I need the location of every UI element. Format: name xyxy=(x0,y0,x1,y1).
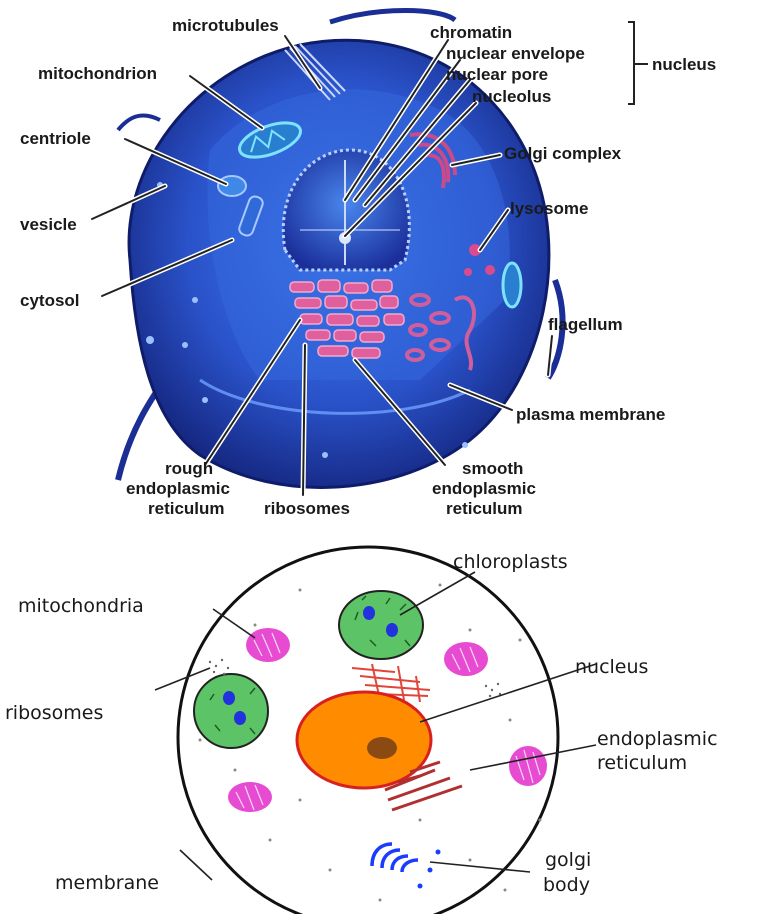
label-golgi-complex: Golgi complex xyxy=(504,144,622,163)
label-endoplasmic: endoplasmic xyxy=(597,728,718,750)
label-chromatin: chromatin xyxy=(430,23,512,42)
plant-nucleolus xyxy=(367,737,397,759)
animal-cell: microtubules mitochondrion centriole ves… xyxy=(20,11,716,519)
label-plasma-membrane: plasma membrane xyxy=(516,405,665,424)
label-nucleus-plant: nucleus xyxy=(575,656,648,678)
label-nucleolus: nucleolus xyxy=(472,87,551,106)
label-nuclear-envelope: nuclear envelope xyxy=(446,44,585,63)
label-rough-er-2: endoplasmic xyxy=(126,479,230,498)
nucleus-bracket xyxy=(628,22,634,104)
label-reticulum: reticulum xyxy=(597,752,687,774)
label-cytosol: cytosol xyxy=(20,291,80,310)
label-smooth-er-3: reticulum xyxy=(446,499,523,518)
label-membrane: membrane xyxy=(55,872,159,894)
label-rough-er-1: rough xyxy=(165,459,213,478)
label-body: body xyxy=(543,874,590,896)
plant-nucleus xyxy=(297,692,431,788)
label-lysosome: lysosome xyxy=(510,199,588,218)
plant-cell: chloroplasts mitochondria ribosomes nucl… xyxy=(5,547,718,914)
label-chloroplasts: chloroplasts xyxy=(453,551,568,573)
label-nucleus-animal: nucleus xyxy=(652,55,716,74)
label-rough-er-3: reticulum xyxy=(148,499,225,518)
chloroplast-top xyxy=(339,591,423,659)
label-smooth-er-2: endoplasmic xyxy=(432,479,536,498)
label-mitochondria: mitochondria xyxy=(18,595,144,617)
centriole-shape xyxy=(218,176,246,196)
label-microtubules: microtubules xyxy=(172,16,279,35)
label-vesicle: vesicle xyxy=(20,215,77,234)
flagellum-top xyxy=(330,11,455,23)
label-golgi: golgi xyxy=(545,849,591,871)
label-centriole: centriole xyxy=(20,129,91,148)
label-mitochondrion: mitochondrion xyxy=(38,64,157,83)
flagellum-upperleft xyxy=(118,115,160,130)
label-flagellum: flagellum xyxy=(548,315,623,334)
label-ribosomes-animal: ribosomes xyxy=(264,499,350,518)
label-smooth-er-1: smooth xyxy=(462,459,523,478)
label-ribosomes-plant: ribosomes xyxy=(5,702,103,724)
chloroplast-left xyxy=(194,674,268,748)
label-nuclear-pore: nuclear pore xyxy=(446,65,548,84)
